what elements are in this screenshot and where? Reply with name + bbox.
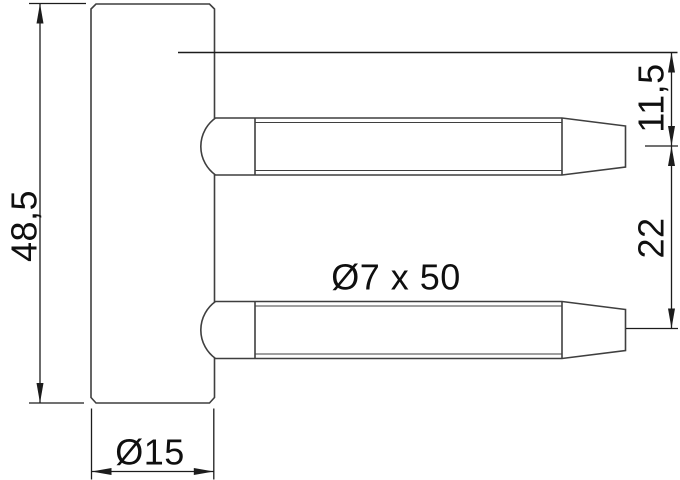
label-body-height: 48,5: [4, 190, 45, 262]
dimension-arrowheads: [36, 3, 675, 475]
arrowhead-up-pin-offset: [668, 52, 675, 73]
part-outline: [90, 3, 627, 404]
hinge-body-outline: [90, 3, 216, 404]
arrowhead-up-body-height: [36, 3, 44, 24]
pin-bottom: [200, 300, 627, 360]
label-pin-spacing: 22: [631, 217, 672, 258]
arrowhead-left-body-diameter: [91, 468, 112, 475]
dimension-lines: [29, 2, 678, 480]
arrowhead-down-pin-offset: [668, 126, 675, 146]
label-body-diameter: Ø15: [115, 432, 185, 473]
pin-top: [200, 117, 627, 176]
arrowhead-up-pin-spacing: [668, 146, 675, 166]
label-pin-top-offset: 11,5: [631, 63, 672, 132]
label-pin-size: Ø7 x 50: [331, 257, 461, 298]
pin-top-outline: [200, 117, 627, 176]
arrowhead-right-body-diameter: [193, 468, 214, 475]
dimension-labels: 48,5 Ø15 Ø7 x 50 11,5 22: [4, 63, 672, 472]
pin-bottom-outline: [200, 300, 627, 360]
arrowhead-down-pin-spacing: [668, 308, 675, 329]
arrowhead-down-body-height: [36, 383, 44, 403]
